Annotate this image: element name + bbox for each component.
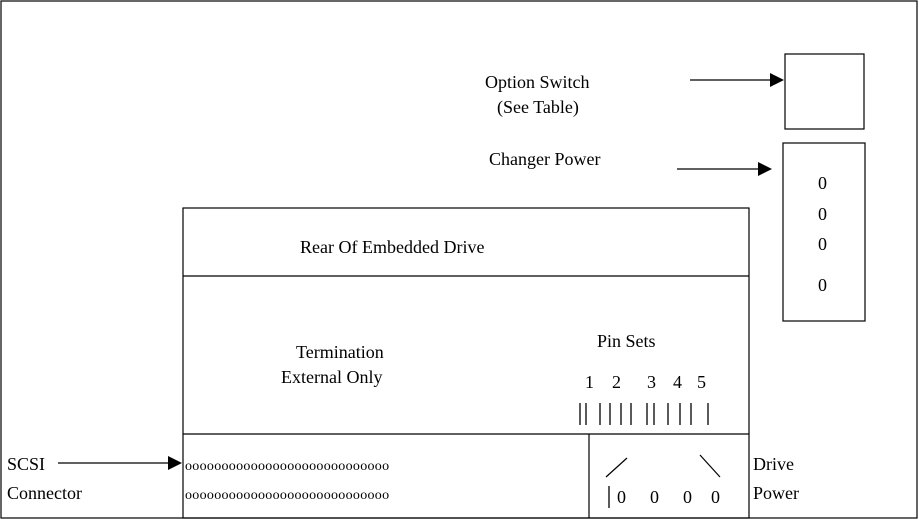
pin-sets-label: Pin Sets (597, 331, 656, 351)
drive-power-pin: 0 (683, 487, 692, 507)
changer-power-label: Changer Power (489, 149, 600, 169)
scsi-label: SCSI (7, 454, 45, 474)
drive-power-label: Drive (753, 454, 794, 474)
option-switch-box (784, 53, 865, 130)
drive-power-sublabel: Power (753, 483, 799, 503)
scsi-connector-row: oooooooooooooooooooooooooooo (185, 459, 389, 474)
drive-title: Rear Of Embedded Drive (300, 237, 484, 257)
changer-power-pin: 0 (818, 173, 827, 193)
pin-number: 4 (673, 372, 682, 392)
scsi-arrow-head (168, 456, 182, 470)
changer-power-pin: 0 (818, 204, 827, 224)
pin-number: 2 (612, 372, 621, 392)
jumper-pins (579, 403, 709, 425)
drive-power-pin: 0 (711, 487, 720, 507)
drive-power-slash (605, 457, 628, 478)
option-switch-note: (See Table) (497, 97, 579, 118)
pin-number: 3 (647, 372, 656, 392)
drive-power-pin: 0 (617, 487, 626, 507)
drive-power-pin: 0 (650, 487, 659, 507)
changer-power-arrow-head (758, 162, 772, 176)
termination-sublabel: External Only (281, 367, 382, 387)
drive-power-backslash (699, 454, 721, 478)
embedded-drive-box (182, 207, 750, 519)
option-switch-label: Option Switch (485, 72, 590, 92)
changer-power-pin: 0 (818, 234, 827, 254)
changer-power-pin: 0 (818, 275, 827, 295)
changer-power-box (782, 142, 866, 322)
pin-number: 5 (697, 372, 706, 392)
scsi-connector-row: oooooooooooooooooooooooooooo (185, 488, 389, 503)
option-switch-arrow-head (770, 73, 784, 87)
pin-number: 1 (585, 372, 594, 392)
scsi-sublabel: Connector (7, 483, 82, 503)
termination-label: Termination (296, 342, 384, 362)
